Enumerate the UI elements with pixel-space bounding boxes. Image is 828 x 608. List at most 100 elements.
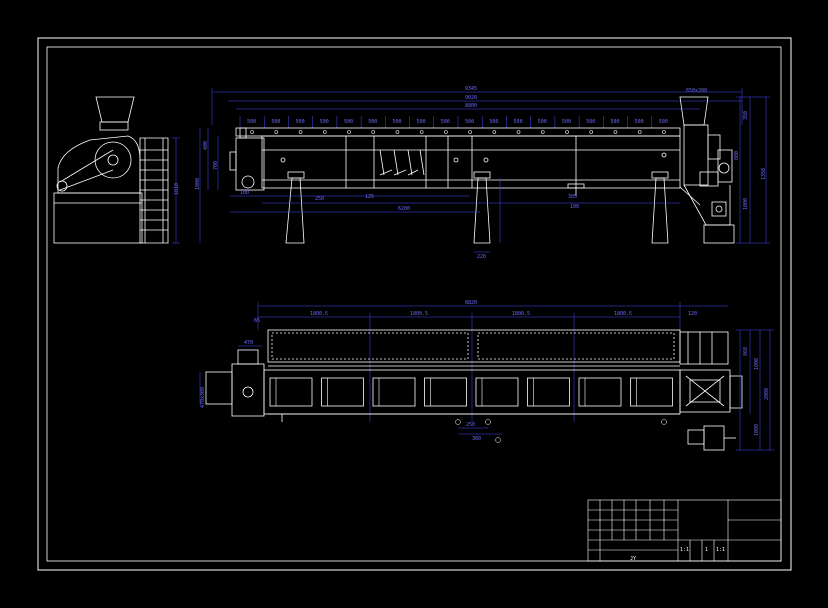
pitch-label: 500 xyxy=(417,119,426,125)
plan-seg-2: 1800.5 xyxy=(512,311,530,317)
plan-paddle xyxy=(321,377,364,407)
pitch-label: 500 xyxy=(659,119,668,125)
front-right-h1: 1350 xyxy=(761,168,767,180)
crusher-height-dims xyxy=(172,137,180,244)
front-left-h2: 700 xyxy=(213,161,219,170)
plan-left-end: 65 xyxy=(254,318,260,324)
front-lower-dim-0: 100 xyxy=(240,190,249,196)
flange-bolt xyxy=(298,130,303,134)
front-left-h0: 400 xyxy=(203,141,209,150)
flange-bolt xyxy=(347,130,351,134)
front-right-h2: 1000 xyxy=(743,198,749,210)
plan-motor-box-dim: 470 xyxy=(244,340,253,346)
front-dim-overall: 9020 xyxy=(465,95,477,101)
front-dim-total: 9345 xyxy=(465,86,477,92)
title-drawing-no: JY xyxy=(630,556,636,562)
pitch-label: 500 xyxy=(441,119,450,125)
plan-paddle xyxy=(269,377,313,407)
plan-paddle xyxy=(475,377,519,407)
front-hopper-width: 650x200 xyxy=(686,88,707,94)
title-scale-0: 1:1 xyxy=(680,547,689,553)
flange-bolt xyxy=(589,130,594,134)
flange-bolt xyxy=(274,130,279,134)
plan-trough xyxy=(263,329,681,415)
flange-bolt xyxy=(637,130,642,134)
front-pitch-row: 500 500 500 500 500 500 500 500 500 500 500 500 500 5… xyxy=(239,116,668,134)
pitch-label: 500 xyxy=(538,119,547,125)
pitch-label: 500 xyxy=(610,119,619,125)
flange-bolt xyxy=(419,130,424,134)
front-lower-dims xyxy=(230,178,680,253)
front-dim-inner: 8800 xyxy=(465,103,477,109)
plan-paddle xyxy=(527,377,570,407)
flange-bolt xyxy=(371,130,376,134)
front-supports xyxy=(285,171,669,244)
plan-paddle-row xyxy=(269,377,673,407)
crusher-height-label: 1810 xyxy=(174,183,180,195)
plan-bottom-dim-0: 250 xyxy=(466,422,475,428)
pitch-label: 500 xyxy=(635,119,644,125)
flange-bolt xyxy=(250,130,254,134)
front-lower-dim-2: 125 xyxy=(365,194,374,200)
plan-paddle xyxy=(630,377,673,407)
plan-right-dims xyxy=(736,329,774,451)
plan-right-h0: 860 xyxy=(743,347,749,356)
pitch-label: 500 xyxy=(465,119,474,125)
plan-paddle xyxy=(578,377,622,407)
outer-frame xyxy=(37,37,792,571)
flange-bolt xyxy=(444,130,448,134)
front-lower-dim-4: 305 xyxy=(568,194,577,200)
flange-bolt xyxy=(468,130,472,134)
flange-bolt xyxy=(322,130,327,134)
crusher-flywheel xyxy=(94,141,132,179)
front-lower-dim-1: 250 xyxy=(315,196,324,202)
plan-right-unit xyxy=(679,331,743,451)
flange-bolt xyxy=(565,130,569,134)
pitch-label: 500 xyxy=(586,119,595,125)
inner-frame xyxy=(46,46,782,562)
pitch-label: 500 xyxy=(392,119,401,125)
plan-right-h2: 2000 xyxy=(764,388,770,400)
crusher-assembly xyxy=(53,96,169,244)
plan-paddle xyxy=(424,377,467,407)
plan-left-drive xyxy=(205,349,283,422)
title-scale-1: 1 xyxy=(705,547,708,553)
pitch-label: 500 xyxy=(489,119,498,125)
front-trough xyxy=(235,127,681,189)
flange-bolt xyxy=(492,130,497,134)
front-lower-dim-3: 6200 xyxy=(398,206,410,212)
front-support-dim: 220 xyxy=(477,254,486,260)
title-scale-2: 1:1 xyxy=(716,547,725,553)
pitch-label: 500 xyxy=(344,119,353,125)
front-right-dims xyxy=(736,96,770,244)
flange-bolt xyxy=(540,130,545,134)
flange-bolt xyxy=(613,130,618,134)
front-right-h3: 800 xyxy=(734,151,740,160)
front-lower-dim-5: 100 xyxy=(570,204,579,210)
front-right-h0: 350 xyxy=(743,111,749,120)
plan-seg-0: 1800.5 xyxy=(310,311,328,317)
pitch-label: 500 xyxy=(514,119,523,125)
plan-paddle xyxy=(372,377,416,407)
front-left-drive xyxy=(229,127,265,191)
flange-bolt xyxy=(516,130,521,134)
plan-bottom-dims xyxy=(455,419,667,443)
pitch-label: 500 xyxy=(296,119,305,125)
crusher-hopper xyxy=(95,96,135,123)
pitch-label: 500 xyxy=(247,119,256,125)
plan-top-dims xyxy=(257,302,728,422)
flange-bolt xyxy=(395,130,400,134)
title-block xyxy=(587,499,782,562)
front-view-top-dims xyxy=(211,88,743,125)
plan-bottom-dim-1: 360 xyxy=(472,436,481,442)
plan-right-h3: 1000 xyxy=(754,424,760,436)
crusher-base xyxy=(53,192,143,244)
plan-right-h1: 1000 xyxy=(754,358,760,370)
plan-left-dims xyxy=(199,345,262,404)
plan-dim-total: 8820 xyxy=(465,300,477,306)
pitch-label: 500 xyxy=(562,119,571,125)
plan-seg-3: 1800.5 xyxy=(614,311,632,317)
flange-bolt xyxy=(662,130,666,134)
plan-drive-width: 470x300 xyxy=(200,387,206,408)
